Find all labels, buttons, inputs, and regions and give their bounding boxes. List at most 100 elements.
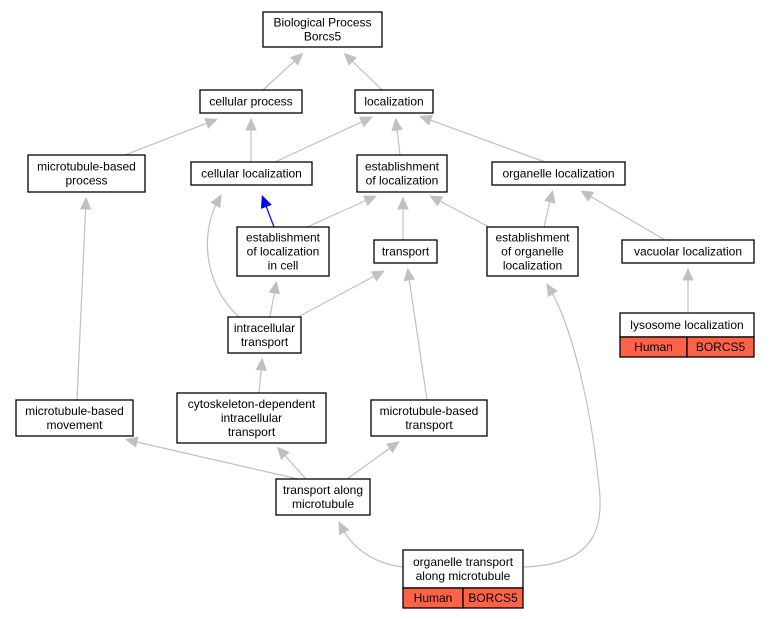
node-box bbox=[199, 89, 303, 114]
edge-line bbox=[407, 270, 428, 401]
edge-line bbox=[346, 442, 398, 480]
edge-cl-loc bbox=[274, 116, 373, 163]
arrowhead bbox=[268, 280, 280, 295]
node-label: process bbox=[65, 174, 107, 188]
node-box bbox=[356, 154, 448, 193]
node-label: transport bbox=[405, 418, 453, 432]
node-label: transport bbox=[228, 425, 276, 439]
arrowhead bbox=[418, 114, 433, 126]
edge-line bbox=[306, 196, 375, 228]
edge-cp-bp bbox=[262, 52, 304, 91]
gene-label: BORCS5 bbox=[468, 591, 518, 605]
node-label: intracellular bbox=[221, 411, 282, 425]
node-label: cellular localization bbox=[201, 167, 302, 181]
arrowhead bbox=[362, 195, 377, 207]
node-box bbox=[373, 239, 438, 264]
edge-mbp-cp bbox=[124, 118, 218, 156]
edges-layer bbox=[76, 52, 694, 568]
node-cl[interactable]: cellular localization bbox=[190, 161, 313, 186]
node-label: organelle transport bbox=[413, 555, 514, 569]
edge-ll-vl bbox=[682, 267, 694, 313]
node-loc[interactable]: localization bbox=[354, 89, 434, 114]
edge-ol-loc bbox=[418, 114, 546, 163]
node-label: cytoskeleton-dependent bbox=[188, 397, 316, 411]
node-label: establishment bbox=[365, 160, 440, 174]
node-box bbox=[491, 161, 626, 186]
node-label: lysosome localization bbox=[630, 318, 743, 332]
edge-eoo-ol bbox=[543, 189, 556, 228]
node-box bbox=[275, 478, 371, 516]
edge-eol-loc bbox=[391, 117, 403, 156]
edge-cdit-it bbox=[255, 357, 267, 394]
node-label: of localization bbox=[366, 174, 439, 188]
node-box bbox=[227, 316, 302, 354]
organism-label: Human bbox=[414, 591, 453, 605]
node-label: organelle localization bbox=[502, 167, 614, 181]
node-label: Biological Process bbox=[273, 16, 371, 30]
arrowhead bbox=[429, 195, 444, 207]
node-label: establishment bbox=[495, 231, 570, 245]
edge-otam-eoo bbox=[522, 283, 601, 568]
edge-loc-bp bbox=[343, 52, 383, 91]
organism-label: Human bbox=[634, 340, 673, 354]
edge-line bbox=[582, 191, 666, 241]
edge-cl-cp bbox=[245, 117, 257, 162]
edge-elc-cl bbox=[260, 195, 275, 228]
node-box bbox=[15, 399, 134, 437]
node-label: transport bbox=[241, 335, 289, 349]
edge-line bbox=[127, 439, 299, 480]
edge-vl-ol bbox=[580, 190, 666, 241]
annotation-cell bbox=[462, 587, 524, 609]
arrowhead bbox=[343, 52, 357, 66]
edge-line bbox=[522, 285, 601, 568]
edge-line bbox=[124, 119, 216, 156]
node-box bbox=[262, 11, 383, 48]
node-label: microtubule-based bbox=[25, 404, 124, 418]
node-box bbox=[236, 226, 330, 277]
edge-tam-cdit bbox=[276, 446, 307, 480]
arrowhead bbox=[245, 117, 257, 131]
node-label: microtubule-based bbox=[380, 404, 479, 418]
arrowhead bbox=[79, 196, 92, 210]
arrowhead bbox=[370, 270, 385, 282]
edge-tam-mbm bbox=[124, 436, 299, 480]
node-label: cellular process bbox=[209, 95, 292, 109]
arrowhead bbox=[358, 116, 373, 128]
node-tr[interactable]: transport bbox=[373, 239, 438, 264]
node-label: Borcs5 bbox=[304, 30, 342, 44]
node-cp[interactable]: cellular process bbox=[199, 89, 303, 114]
arrowhead bbox=[260, 195, 272, 209]
arrowhead bbox=[290, 52, 304, 66]
gene-label: BORCS5 bbox=[696, 340, 746, 354]
node-label: transport along bbox=[283, 483, 363, 497]
node-vl[interactable]: vacuolar localization bbox=[621, 239, 755, 264]
node-box bbox=[190, 161, 313, 186]
node-ol[interactable]: organelle localization bbox=[491, 161, 626, 186]
arrowhead bbox=[397, 196, 409, 210]
edge-otam-tam bbox=[338, 521, 404, 568]
node-label: of localization bbox=[247, 245, 320, 259]
arrowhead bbox=[124, 436, 139, 448]
edge-it-elc bbox=[268, 280, 280, 318]
node-label: establishment bbox=[246, 231, 321, 245]
node-cdit[interactable]: cytoskeleton-dependentintracellulartrans… bbox=[176, 392, 327, 444]
arrowhead bbox=[391, 117, 403, 132]
node-box bbox=[619, 312, 755, 338]
edge-line bbox=[339, 523, 404, 568]
arrowhead bbox=[546, 283, 558, 298]
edge-eoo-eol bbox=[429, 195, 490, 228]
arrowhead bbox=[682, 267, 694, 281]
